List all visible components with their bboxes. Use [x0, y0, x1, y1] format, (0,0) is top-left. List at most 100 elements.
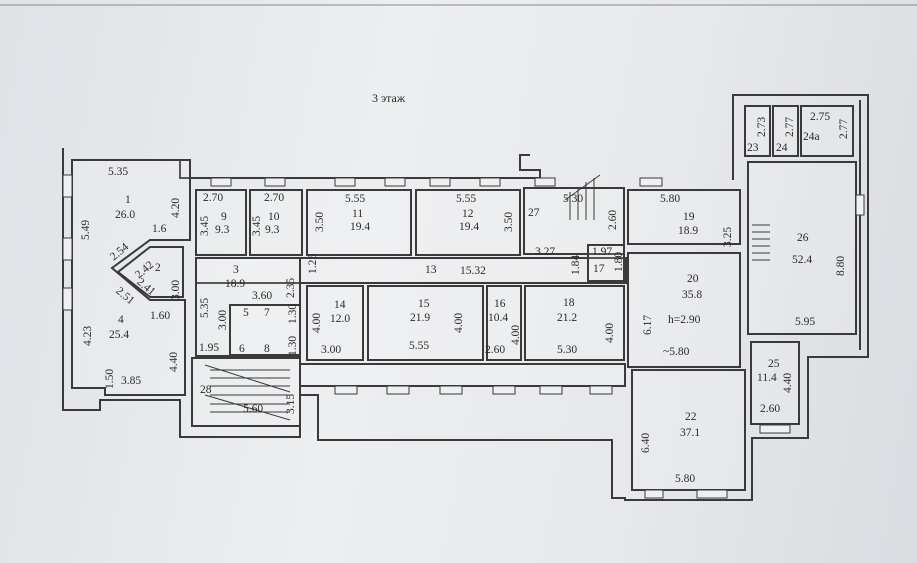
- room-dimension: 15.32: [460, 265, 486, 277]
- dimension: 4.00: [453, 312, 465, 333]
- dimension: 5.80: [675, 473, 696, 485]
- room-25: [750, 341, 800, 425]
- floor-title: 3 этаж: [372, 91, 406, 105]
- dimension: 1.30: [287, 303, 299, 324]
- dimension: 1.97: [592, 246, 613, 258]
- dimension: 2.35: [285, 277, 297, 298]
- room-22: [631, 369, 746, 491]
- room-number: 18: [563, 297, 575, 309]
- room-area: 18.9: [678, 225, 699, 237]
- room-1-4-block: [71, 159, 191, 396]
- dimension: 1.25: [307, 253, 319, 274]
- room-number: 12: [462, 208, 474, 220]
- dimension: 4.00: [604, 322, 616, 343]
- dimension: 4.00: [510, 324, 522, 345]
- dimension: 4.23: [82, 325, 94, 346]
- dimension: 3.85: [121, 375, 142, 387]
- dimension: 4.00: [311, 312, 323, 333]
- room-number: 26: [797, 232, 809, 244]
- room-3: [195, 257, 301, 357]
- room-number: 14: [334, 299, 346, 311]
- room-number: 3: [233, 264, 239, 276]
- room-5-8: [229, 304, 301, 356]
- room-number: 5: [243, 307, 249, 319]
- dimension: 3.50: [314, 211, 326, 232]
- room-14: [306, 285, 364, 361]
- room-area: 12.0: [330, 313, 351, 325]
- room-number: 28: [200, 384, 212, 396]
- dimension: 4.40: [782, 372, 794, 393]
- dimension: 3.00: [321, 344, 342, 356]
- room-12: [415, 189, 521, 256]
- dimension: 2.60: [485, 344, 506, 356]
- room-area: 9.3: [215, 224, 230, 236]
- room-number: 13: [425, 264, 437, 276]
- room-15: [367, 285, 484, 361]
- room-number: 8: [264, 343, 270, 355]
- room-28: [191, 357, 301, 427]
- dimension: 5.30: [563, 193, 584, 205]
- dimension: 5.55: [345, 193, 366, 205]
- dimension: 2.75: [810, 111, 831, 123]
- room-24a: [800, 105, 854, 157]
- dimension: 5.60: [243, 403, 264, 415]
- dimension: 1.6: [152, 223, 167, 235]
- room-area: 19.4: [459, 221, 480, 233]
- dimension: 4.20: [170, 197, 182, 218]
- room-number: 27: [528, 207, 540, 219]
- room-16: [486, 285, 522, 361]
- room-number: 4: [118, 314, 124, 326]
- dimension: 5.35: [108, 166, 129, 178]
- dimension: 1.50: [104, 368, 116, 389]
- room-number: 7: [264, 307, 270, 319]
- room-area: 21.2: [557, 312, 578, 324]
- dimension: 3.60: [252, 290, 273, 302]
- room-23: [744, 105, 771, 157]
- room-number: 23: [747, 142, 759, 154]
- room-17: [587, 244, 625, 282]
- room-number: 24: [776, 142, 788, 154]
- dimension: 8.80: [835, 255, 847, 276]
- windows: [62, 174, 865, 499]
- room-9: [195, 189, 247, 256]
- room-10: [249, 189, 303, 256]
- room-2: [116, 246, 184, 298]
- dimension: 3.15: [285, 393, 297, 414]
- dimension: 3.27: [535, 246, 556, 258]
- room-26: [747, 161, 857, 335]
- dimension: 5.49: [80, 219, 92, 240]
- room-number: 1: [125, 194, 131, 206]
- ceiling-height: h=2.90: [668, 314, 701, 326]
- room-number: 22: [685, 411, 697, 423]
- room-number: 6: [239, 343, 245, 355]
- dimension: 2.60: [760, 403, 781, 415]
- room-area: 26.0: [115, 209, 136, 221]
- dimension: 3.50: [503, 211, 515, 232]
- dimension: 5.55: [409, 340, 430, 352]
- room-18: [524, 285, 625, 361]
- dimension: 5.35: [199, 297, 211, 318]
- dimension: 1.95: [199, 342, 220, 354]
- dimension: 2.60: [607, 209, 619, 230]
- room-11: [306, 189, 412, 256]
- dimension: ~5.80: [663, 346, 690, 358]
- room-number: 9: [221, 211, 227, 223]
- dimension: 4.40: [168, 351, 180, 372]
- room-number: 15: [418, 298, 430, 310]
- stairs: [204, 174, 770, 421]
- room-area: 19.4: [350, 221, 371, 233]
- room-area: 21.9: [410, 312, 431, 324]
- dimension: 1.80: [613, 251, 625, 272]
- room-number: 16: [494, 298, 506, 310]
- dimension: 3.45: [199, 215, 211, 236]
- room-area: 35.8: [682, 289, 703, 301]
- room-13: [195, 257, 627, 284]
- dimension: 2.77: [838, 118, 850, 139]
- room-number: 10: [268, 211, 280, 223]
- room-area: 37.1: [680, 427, 701, 439]
- room-number: 11: [352, 208, 364, 220]
- dimension: 3.25: [722, 226, 734, 247]
- dimension: 6.17: [642, 314, 654, 335]
- dimension: 1.84: [570, 254, 582, 275]
- room-area: 10.4: [488, 312, 509, 324]
